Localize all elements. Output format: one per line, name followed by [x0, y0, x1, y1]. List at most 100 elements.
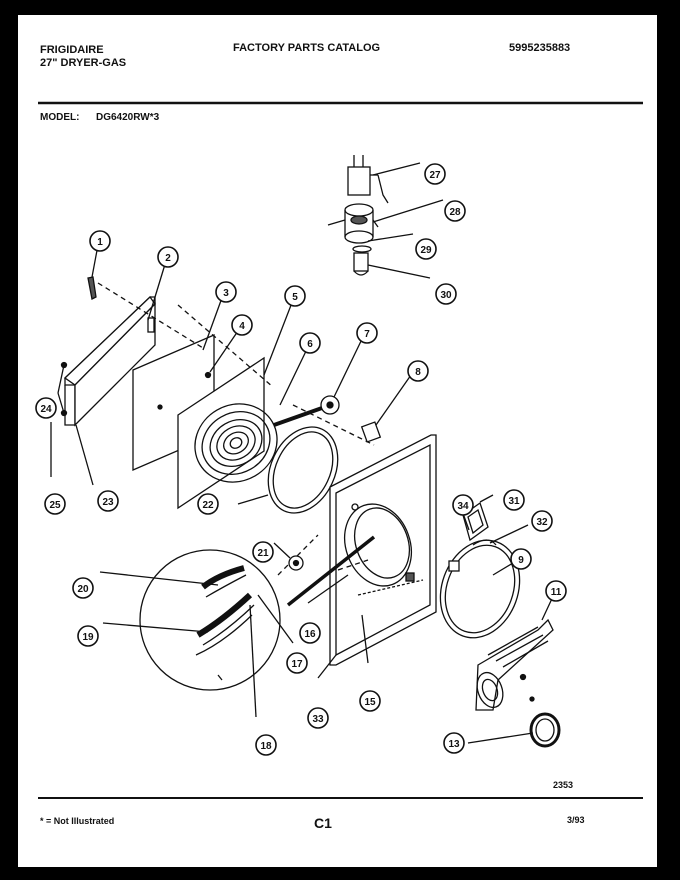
drawing-number: 2353: [553, 780, 574, 790]
callout-number: 11: [551, 587, 562, 598]
callout-20: 20: [72, 577, 94, 599]
callout-number: 19: [82, 632, 94, 643]
callout-13: 13: [443, 732, 465, 754]
callout-number: 5: [292, 292, 298, 303]
callout-number: 34: [457, 501, 469, 512]
callout-circle: [286, 652, 308, 674]
callout-30: 30: [435, 283, 457, 305]
part-door-switch: [360, 374, 412, 443]
callout-circle: [545, 580, 567, 602]
part-door-screws: [50, 361, 94, 486]
callout-circle: [77, 625, 99, 647]
callout-number: 33: [312, 714, 324, 725]
callout-number: 9: [518, 555, 524, 566]
part-front-panel: [286, 434, 437, 679]
callout-circle: [215, 281, 237, 303]
callout-number: 8: [415, 367, 421, 378]
callout-6: 6: [299, 332, 321, 354]
callout-29: 29: [415, 238, 437, 260]
part-lint-duct: [475, 589, 557, 711]
product-name: 27" DRYER-GAS: [40, 57, 127, 69]
callout-3: 3: [215, 281, 237, 303]
callout-circle: [435, 283, 457, 305]
callout-number: 6: [307, 339, 313, 350]
model-value: DG6420RW*3: [96, 112, 160, 123]
callout-circle: [415, 238, 437, 260]
callout-32: 32: [531, 510, 553, 532]
callout-28: 28: [444, 200, 466, 222]
callout-number: 23: [102, 497, 114, 508]
callout-circle: [35, 397, 57, 419]
callout-9: 9: [510, 548, 532, 570]
revision-date: 3/93: [567, 815, 585, 825]
not-illustrated-legend: * = Not Illustrated: [40, 816, 115, 826]
callout-16: 16: [299, 622, 321, 644]
callout-circle: [299, 622, 321, 644]
part-frame-screw: [279, 346, 309, 406]
callout-circle: [197, 493, 219, 515]
callout-19: 19: [77, 625, 99, 647]
part-door-frame: [177, 299, 294, 510]
callout-23: 23: [97, 490, 119, 512]
callout-number: 20: [77, 584, 89, 595]
callout-18: 18: [255, 734, 277, 756]
callout-number: 1: [97, 237, 103, 248]
callout-circle: [44, 493, 66, 515]
part-door-catch: [273, 336, 364, 427]
callout-34: 34: [452, 494, 474, 516]
callout-11: 11: [545, 580, 567, 602]
page-code: C1: [314, 815, 332, 831]
callout-circle: [356, 322, 378, 344]
callout-labels: 1234567891113151617181920212223242527282…: [35, 163, 567, 756]
callout-circle: [444, 200, 466, 222]
callout-circle: [284, 285, 306, 307]
part-drum-light-bracket: [273, 542, 304, 571]
callout-number: 21: [257, 548, 269, 559]
callout-number: 17: [291, 659, 303, 670]
callout-15: 15: [359, 690, 381, 712]
callout-33: 33: [307, 707, 329, 729]
callout-31: 31: [503, 489, 525, 511]
callout-number: 3: [223, 288, 229, 299]
part-door-seal: [237, 426, 339, 514]
callout-27: 27: [424, 163, 446, 185]
callout-8: 8: [407, 360, 429, 382]
callout-24: 24: [35, 397, 57, 419]
callout-number: 29: [420, 245, 432, 256]
callout-number: 16: [304, 629, 316, 640]
callout-circle: [510, 548, 532, 570]
callout-circle: [443, 732, 465, 754]
assembly-lines: [97, 282, 375, 576]
callout-25: 25: [44, 493, 66, 515]
callout-4: 4: [231, 314, 253, 336]
exploded-view-drawing: 1234567891113151617181920212223242527282…: [35, 101, 643, 799]
callout-circle: [299, 332, 321, 354]
callout-2: 2: [157, 246, 179, 268]
callout-7: 7: [356, 322, 378, 344]
callout-circle: [503, 489, 525, 511]
catalog-title: FACTORY PARTS CATALOG: [233, 42, 381, 54]
callout-number: 4: [239, 321, 245, 332]
callout-17: 17: [286, 652, 308, 674]
callout-number: 24: [40, 404, 52, 415]
part-drum-bearing-ring: [439, 539, 521, 639]
callout-22: 22: [197, 493, 219, 515]
callout-number: 25: [49, 500, 61, 511]
brand-name: FRIGIDAIRE: [40, 44, 104, 56]
callout-number: 28: [449, 207, 461, 218]
callout-circle: [97, 490, 119, 512]
callout-21: 21: [252, 541, 274, 563]
catalog-number: 5995235883: [509, 42, 571, 54]
callout-circle: [157, 246, 179, 268]
model-label: MODEL:: [40, 112, 80, 123]
callout-circle: [307, 707, 329, 729]
callout-circle: [359, 690, 381, 712]
part-igniter-assembly: [327, 155, 444, 279]
callout-number: 13: [448, 739, 460, 750]
callout-5: 5: [284, 285, 306, 307]
callout-number: 30: [440, 290, 452, 301]
part-zoom-inset: [99, 549, 294, 718]
callout-number: 31: [508, 496, 520, 507]
callout-circle: [407, 360, 429, 382]
part-duct-seal-ring: [467, 712, 561, 748]
